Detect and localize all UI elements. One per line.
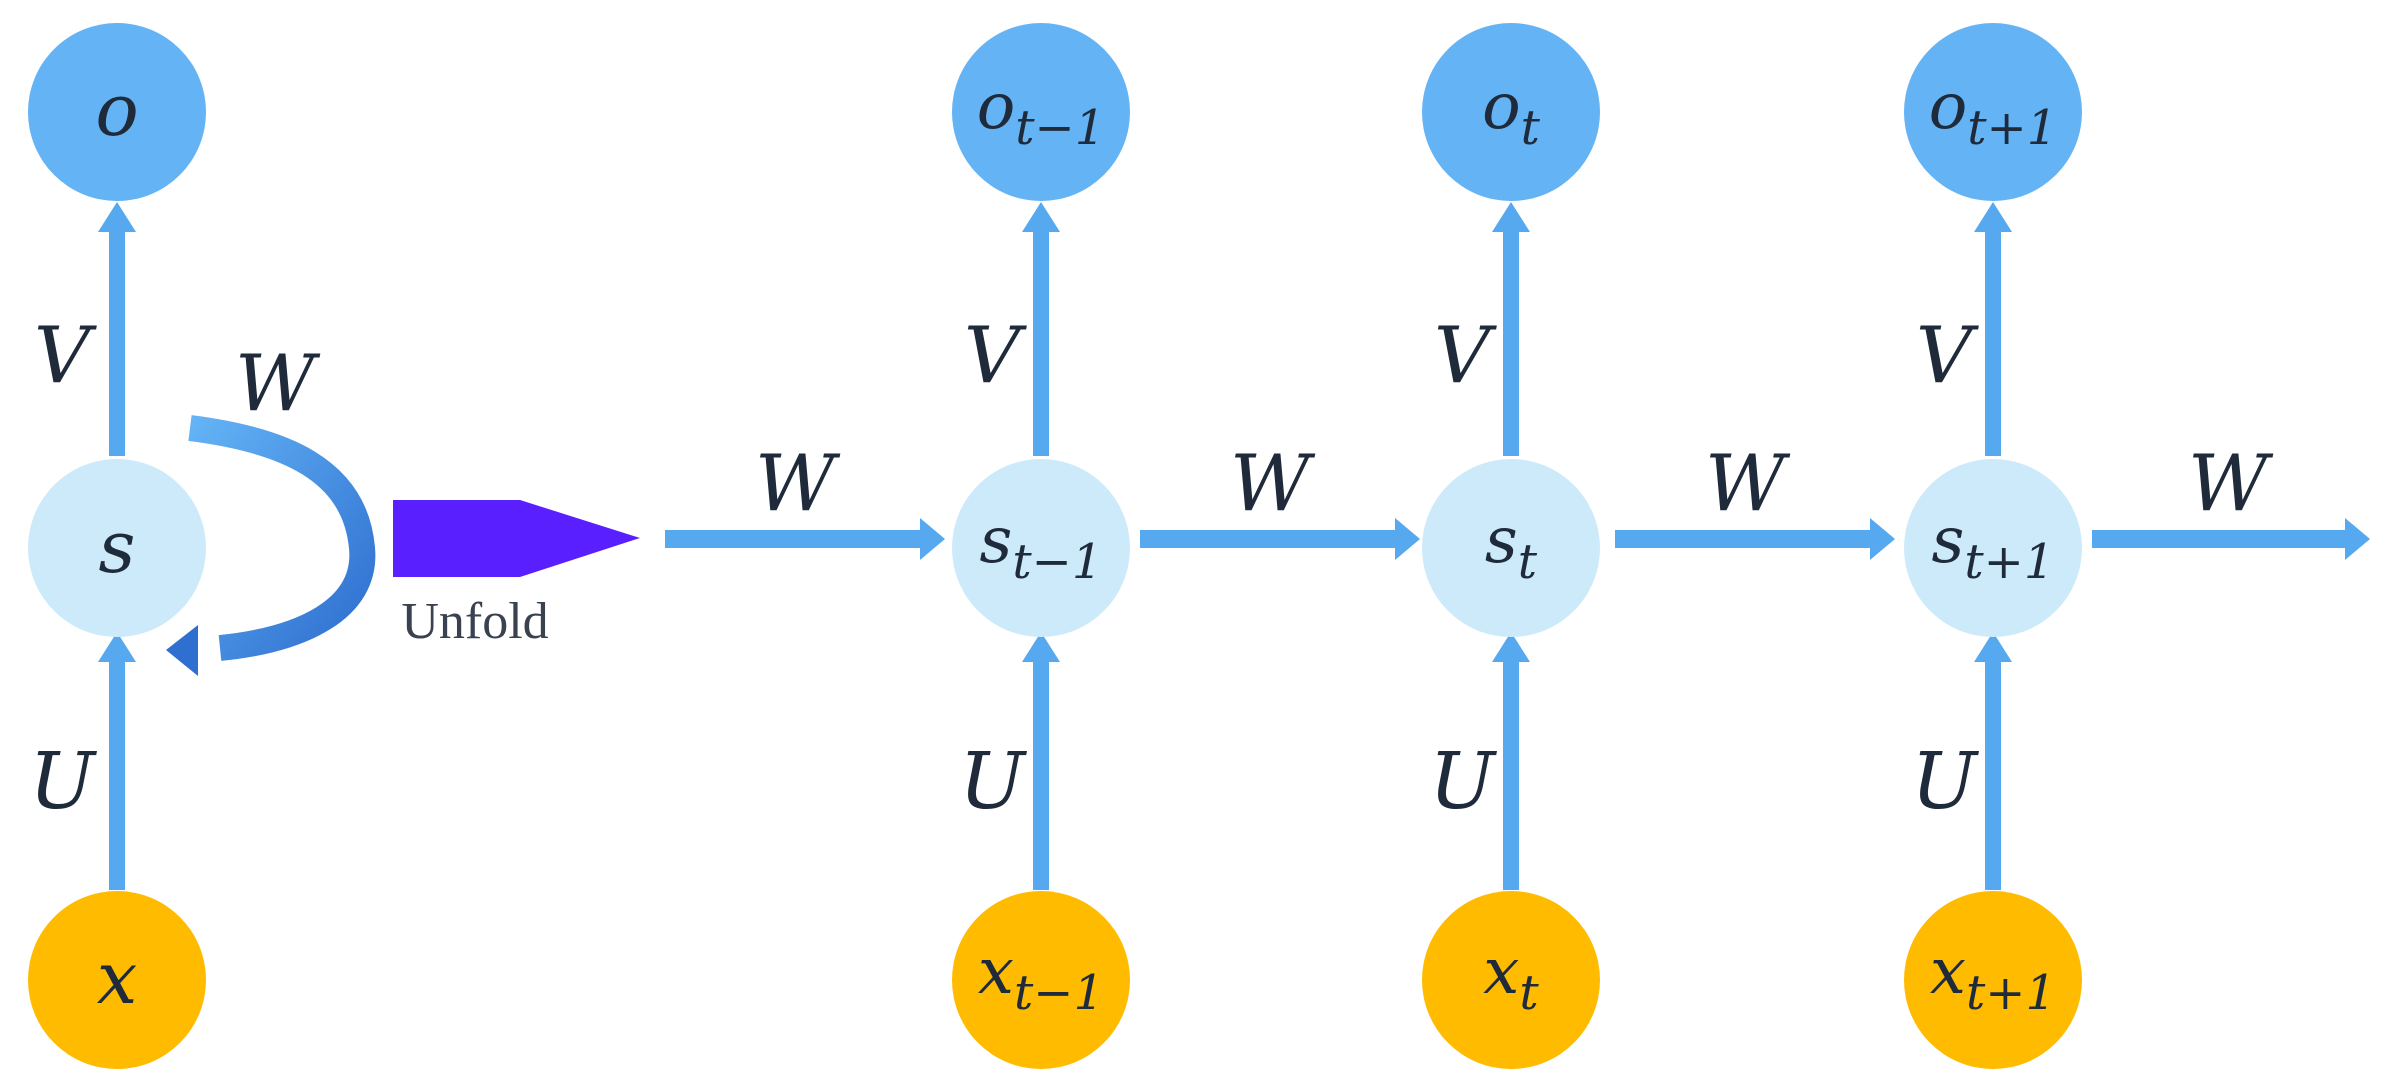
step-3-output-node bbox=[1904, 23, 2082, 201]
folded-output-node bbox=[28, 23, 206, 201]
folded-output-label: o bbox=[95, 68, 138, 152]
step-3-w-label: W bbox=[2188, 439, 2274, 529]
step-1-w-arrow-head bbox=[1395, 518, 1420, 560]
time-step-2: ot st xt V U bbox=[1422, 23, 1600, 1069]
folded-v-arrow-head bbox=[98, 202, 136, 232]
step-2-input-node bbox=[1422, 891, 1600, 1069]
folded-u-arrow-head bbox=[98, 632, 136, 662]
step-2-output-label: ot bbox=[1482, 70, 1541, 156]
step-2-state-node bbox=[1422, 459, 1600, 637]
unfold-indicator: Unfold bbox=[393, 500, 640, 650]
leading-w-arrow-head bbox=[920, 518, 945, 560]
folded-state-label: s bbox=[99, 505, 136, 589]
step-1-v-arrow-head bbox=[1022, 202, 1060, 232]
step-1-output-label: ot−1 bbox=[977, 70, 1106, 156]
step-1-w-arrow-shaft bbox=[1140, 530, 1398, 548]
unfold-label: Unfold bbox=[401, 593, 548, 650]
step-3-input-node bbox=[1904, 891, 2082, 1069]
folded-v-arrow-shaft bbox=[109, 230, 125, 456]
time-step-3: ot+1 st+1 xt+1 V U bbox=[1904, 23, 2082, 1069]
step-3-state-node bbox=[1904, 459, 2082, 637]
step-1-input-label: xt−1 bbox=[978, 935, 1104, 1021]
step-3-v-arrow-shaft bbox=[1985, 230, 2001, 456]
step-3-w-arrow-shaft bbox=[2092, 530, 2348, 548]
step-2-weight-u-label: U bbox=[1429, 737, 1497, 827]
folded-w-loop-arrow bbox=[188, 415, 376, 661]
step-1-weight-v-label: V bbox=[964, 311, 1027, 401]
step-3-w-arrow-head bbox=[2345, 518, 2370, 560]
folded-weight-w-label: W bbox=[235, 339, 321, 429]
step-2-u-arrow-shaft bbox=[1503, 660, 1519, 890]
folded-input-label: x bbox=[97, 936, 138, 1020]
folded-weight-u-label: U bbox=[29, 737, 97, 827]
step-1-w-label: W bbox=[1230, 439, 1316, 529]
step-3-weight-u-label: U bbox=[1911, 737, 1979, 827]
unfold-arrow bbox=[393, 500, 640, 577]
folded-w-loop-arrow-head bbox=[166, 625, 198, 676]
step-3-u-arrow-shaft bbox=[1985, 660, 2001, 890]
step-2-input-label: xt bbox=[1483, 935, 1539, 1021]
step-2-state-label: st bbox=[1485, 504, 1538, 590]
step-2-w-arrow-shaft bbox=[1615, 530, 1873, 548]
leading-w-arrow-shaft bbox=[665, 530, 923, 548]
folded-input-node bbox=[28, 891, 206, 1069]
unfolded-network: W W W W ot−1 st−1 xt−1 V U bbox=[665, 23, 2370, 1069]
step-1-state-node bbox=[952, 459, 1130, 637]
leading-w-label: W bbox=[755, 439, 841, 529]
step-1-u-arrow-head bbox=[1022, 632, 1060, 662]
step-2-v-arrow-shaft bbox=[1503, 230, 1519, 456]
step-1-weight-u-label: U bbox=[959, 737, 1027, 827]
folded-weight-v-label: V bbox=[34, 311, 97, 401]
step-1-state-label: st−1 bbox=[980, 504, 1103, 590]
step-3-weight-v-label: V bbox=[1916, 311, 1979, 401]
time-step-1: ot−1 st−1 xt−1 V U bbox=[952, 23, 1130, 1069]
step-1-input-node bbox=[952, 891, 1130, 1069]
step-3-u-arrow-head bbox=[1974, 632, 2012, 662]
step-2-output-node bbox=[1422, 23, 1600, 201]
folded-network: o s x V U W bbox=[28, 23, 376, 1069]
step-2-weight-v-label: V bbox=[1434, 311, 1497, 401]
step-3-v-arrow-head bbox=[1974, 202, 2012, 232]
step-1-v-arrow-shaft bbox=[1033, 230, 1049, 456]
folded-state-node bbox=[28, 459, 206, 637]
step-2-v-arrow-head bbox=[1492, 202, 1530, 232]
folded-u-arrow-shaft bbox=[109, 660, 125, 890]
step-1-output-node bbox=[952, 23, 1130, 201]
step-2-u-arrow-head bbox=[1492, 632, 1530, 662]
step-3-input-label: xt+1 bbox=[1930, 935, 2056, 1021]
step-3-state-label: st+1 bbox=[1932, 504, 2055, 590]
step-2-w-arrow-head bbox=[1870, 518, 1895, 560]
step-1-u-arrow-shaft bbox=[1033, 660, 1049, 890]
step-3-output-label: ot+1 bbox=[1929, 70, 2058, 156]
step-2-w-label: W bbox=[1705, 439, 1791, 529]
